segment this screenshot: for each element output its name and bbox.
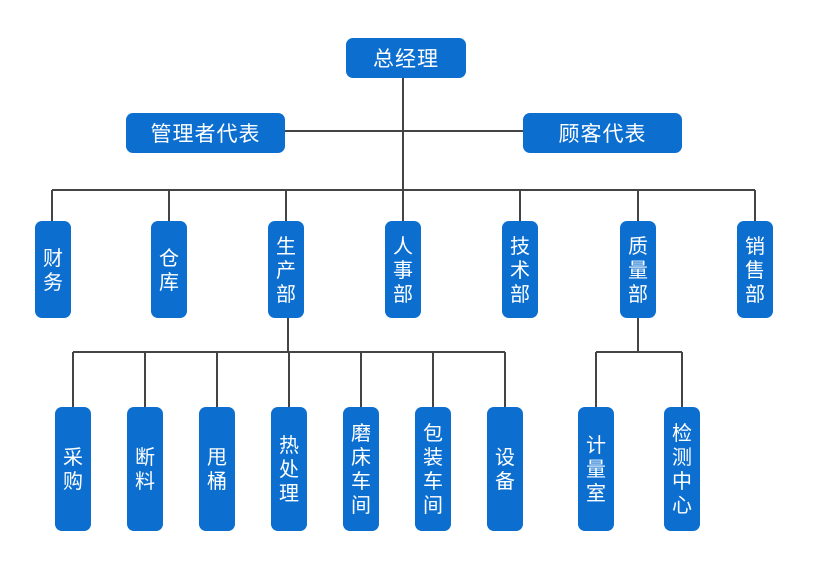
- unit-packing-workshop: 包装车间: [415, 407, 451, 531]
- node-general-manager: 总经理: [346, 38, 466, 78]
- unit-heat-treatment: 热处理: [271, 407, 307, 531]
- unit-metrology-room: 计量室: [578, 407, 614, 531]
- unit-tumbling: 甩桶: [199, 407, 235, 531]
- dept-production: 生产部: [268, 221, 304, 318]
- dept-technology: 技术部: [502, 221, 538, 318]
- unit-inspection-center: 检测中心: [664, 407, 700, 531]
- unit-equipment: 设备: [487, 407, 523, 531]
- dept-warehouse: 仓库: [151, 221, 187, 318]
- dept-finance: 财务: [35, 221, 71, 318]
- unit-grinding-workshop: 磨床车间: [343, 407, 379, 531]
- dept-hr: 人事部: [385, 221, 421, 318]
- dept-quality: 质量部: [620, 221, 656, 318]
- unit-purchasing: 采购: [55, 407, 91, 531]
- node-customer-representative: 顾客代表: [523, 113, 682, 153]
- node-management-representative: 管理者代表: [126, 113, 285, 153]
- unit-cutting: 断料: [127, 407, 163, 531]
- dept-sales: 销售部: [737, 221, 773, 318]
